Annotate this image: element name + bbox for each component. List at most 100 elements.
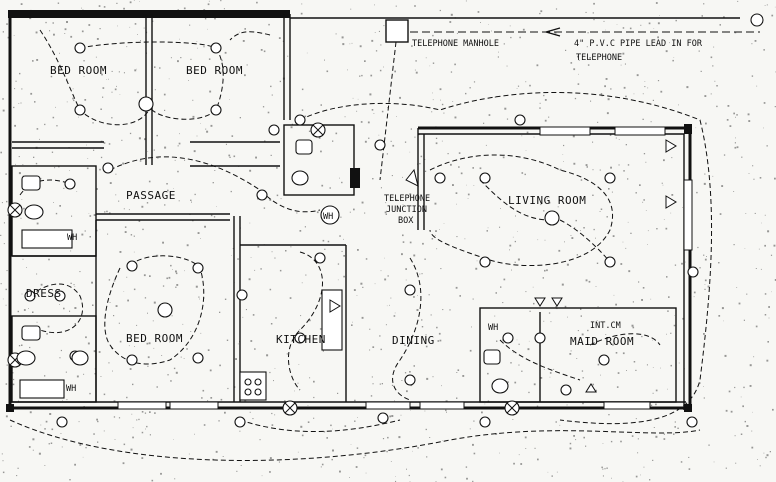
annotations: TELEPHONE MANHOLE 4" P.V.C PIPE LEAD IN … (66, 39, 703, 394)
light-point (377, 412, 389, 424)
maid-room-walls (479, 307, 677, 403)
bed2-bottom-wall (190, 141, 280, 167)
light-point (404, 374, 416, 386)
kitchen-left-wall (233, 216, 241, 402)
living-inner-wall (418, 133, 685, 410)
telephone-drop-line (379, 41, 397, 181)
top-wall-band (8, 10, 290, 18)
light-point (404, 284, 416, 296)
water-heater-label-2: WH (67, 233, 77, 243)
passage-walls (12, 213, 230, 257)
pvc-pipe-label: 4" P.V.C PIPE LEAD IN FOR (574, 39, 703, 49)
wire (429, 154, 614, 267)
toilet-bowl (71, 350, 89, 366)
water-heater-symbol (320, 205, 340, 225)
ceiling-fan-point (138, 96, 154, 112)
toilet-bowl (24, 204, 44, 220)
light-point (686, 416, 698, 428)
light-point (560, 384, 572, 396)
wire (29, 283, 84, 334)
light-point (604, 256, 616, 268)
light-point (294, 114, 306, 126)
light-point (236, 289, 248, 301)
water-heater-label-4: WH (488, 323, 498, 333)
light-point (268, 124, 280, 136)
stove-burner (254, 388, 262, 396)
window-living-top (539, 126, 591, 136)
light-point (74, 104, 86, 116)
stove-burner (254, 378, 262, 386)
arrow-head (545, 27, 561, 37)
light-point (192, 262, 204, 274)
wash-basin (483, 349, 501, 365)
ceiling-fan-point (544, 210, 560, 226)
socket-symbols (329, 139, 677, 393)
wire (109, 255, 205, 365)
window-dining-bottom-2 (419, 401, 465, 410)
room-label-dress: DRESS (26, 287, 62, 300)
light-point (604, 172, 616, 184)
wire (9, 419, 701, 461)
wire (104, 267, 121, 346)
room-label-living-room: LIVING ROOM (508, 194, 586, 207)
telephone-junction-box (350, 168, 360, 188)
room-label-bedroom-3: BED ROOM (126, 332, 183, 345)
light-point (374, 139, 386, 151)
light-fixtures (7, 42, 699, 428)
wire (287, 251, 323, 391)
window-bed3-bottom (117, 401, 167, 410)
window-dining-bottom (365, 401, 411, 410)
light-point (74, 42, 86, 54)
light-point (534, 332, 546, 344)
junction-box-label: TELEPHONE (384, 194, 430, 204)
toilet-bowl (291, 170, 309, 186)
water-heater-label: WH (323, 212, 333, 222)
room-label-kitchen: KITCHEN (276, 333, 326, 346)
light-point (56, 416, 68, 428)
toilet-bowl (491, 378, 509, 394)
wash-basin (295, 139, 313, 155)
toilet-bowl (16, 350, 36, 366)
light-point (314, 252, 326, 264)
light-point (126, 354, 138, 366)
light-point (126, 260, 138, 272)
light-point (24, 290, 36, 302)
room-label-bedroom-1: BED ROOM (50, 64, 107, 77)
room-labels: BED ROOM BED ROOM PASSAGE LIVING ROOM BE… (26, 64, 634, 348)
corner-post (684, 124, 692, 134)
junction-box-label-3: BOX (398, 216, 414, 226)
wire (39, 29, 151, 126)
light-point (102, 162, 114, 174)
room-label-maid-room: MAID ROOM (570, 335, 634, 348)
light-point (192, 352, 204, 364)
light-point (64, 178, 76, 190)
wash-basin (21, 175, 41, 191)
telephone-lead-in (290, 13, 764, 181)
wire (589, 333, 661, 346)
bathtub (19, 379, 65, 399)
light-point (502, 332, 514, 344)
light-point (479, 416, 491, 428)
light-point (514, 114, 526, 126)
light-point (479, 172, 491, 184)
light-point (479, 256, 491, 268)
sanitary-fixtures (16, 139, 509, 401)
wire (229, 31, 271, 41)
light-point (434, 172, 446, 184)
wire (392, 257, 422, 401)
room-label-passage: PASSAGE (126, 189, 176, 202)
wire (559, 219, 611, 263)
light-point (234, 416, 246, 428)
intercom-label: INT.CM (590, 321, 621, 331)
wire (79, 41, 217, 49)
room-label-dining: DINING (392, 334, 435, 347)
wire (499, 339, 581, 381)
wire (109, 156, 321, 213)
window-bed3-bottom-2 (169, 401, 219, 410)
kitchen-stove (239, 371, 267, 401)
window-living-top-2 (614, 126, 666, 136)
telephone-manhole-label: TELEPHONE MANHOLE (412, 39, 499, 49)
